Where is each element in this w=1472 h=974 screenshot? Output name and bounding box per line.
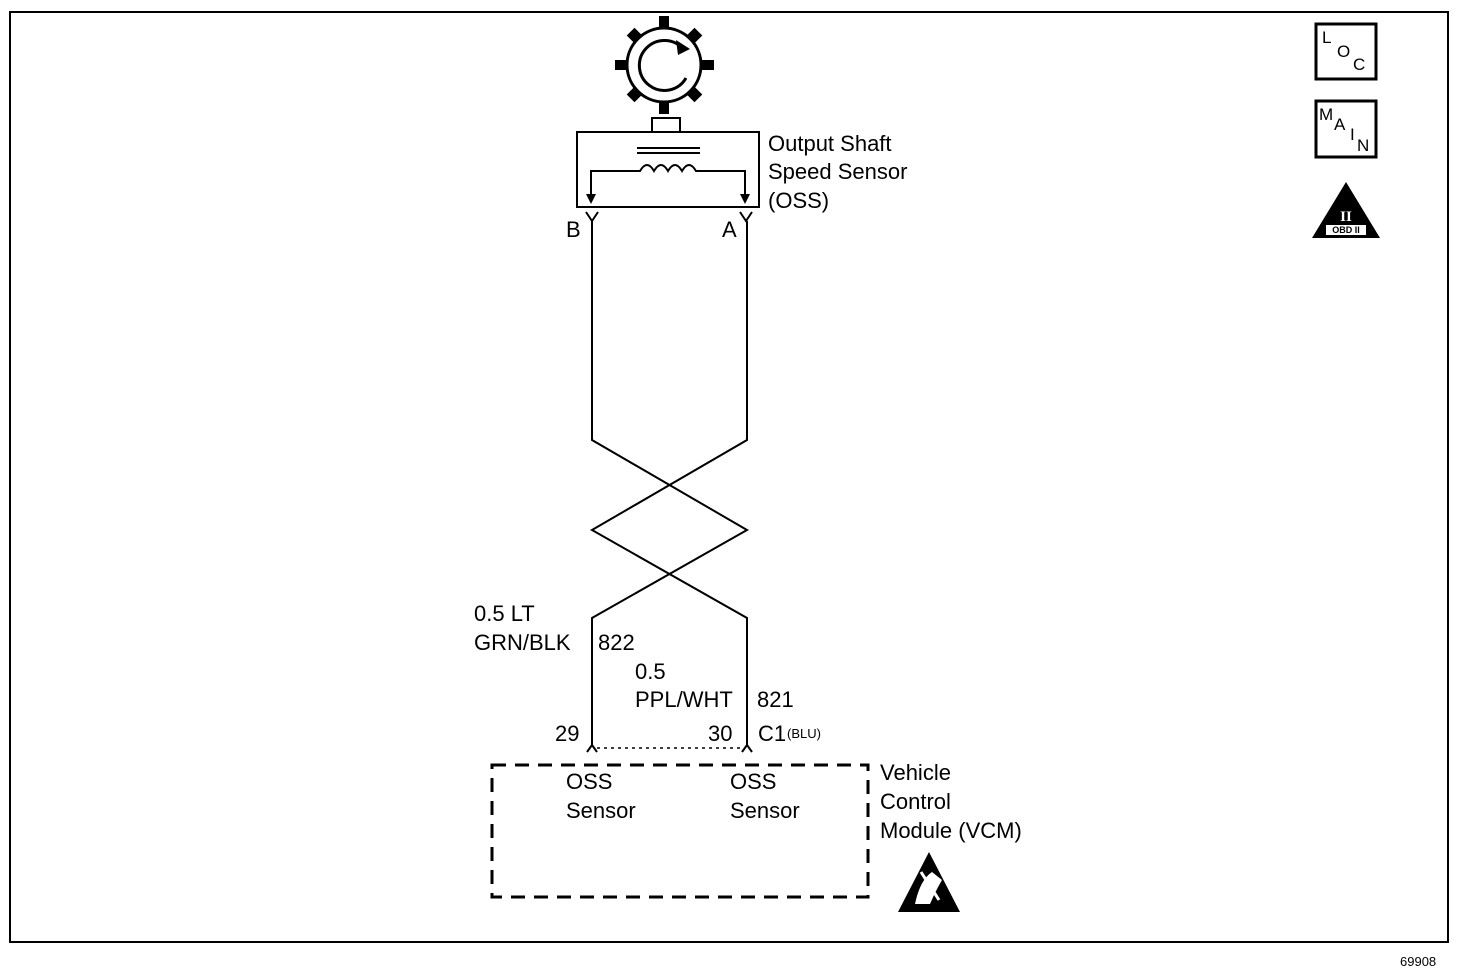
sensor-pin-a: A xyxy=(722,217,737,242)
sensor-name-line3: (OSS) xyxy=(768,188,829,213)
loc-letter-o: O xyxy=(1337,42,1350,61)
figure-number: 69908 xyxy=(1400,954,1436,969)
wire-821 xyxy=(589,221,748,745)
vcm-name-line2: Control xyxy=(880,789,951,814)
loc-letter-l: L xyxy=(1322,28,1331,47)
wire-822-color: GRN/BLK xyxy=(474,630,571,655)
sensor-name-line1: Output Shaft xyxy=(768,131,892,156)
obd-roman-numeral: II xyxy=(1340,209,1352,225)
wire-821-circuit: 821 xyxy=(757,687,794,712)
diagram-frame xyxy=(9,11,1449,943)
main-letter-i: I xyxy=(1350,125,1355,144)
obd-ii-icon xyxy=(1312,182,1380,238)
connector-color: (BLU) xyxy=(787,726,821,741)
loc-letter-c: C xyxy=(1353,55,1365,74)
wire-821-size: 0.5 xyxy=(635,659,666,684)
connector-pin-30: 30 xyxy=(708,721,732,746)
wire-822-circuit: 822 xyxy=(598,630,635,655)
speed-sensor-body xyxy=(576,131,760,208)
sensor-pin-b: B xyxy=(566,217,581,242)
main-symbol-icon xyxy=(1314,99,1378,159)
obd-label: OBD II xyxy=(1332,225,1360,235)
vcm-input-right-line1: OSS xyxy=(730,769,776,794)
vcm-input-left-line1: OSS xyxy=(566,769,612,794)
sensor-tip xyxy=(651,117,681,133)
wire-822-size: 0.5 LT xyxy=(474,601,535,626)
module-connector-c1 xyxy=(586,743,753,753)
esd-warning-icon xyxy=(898,852,960,912)
main-letter-m: M xyxy=(1319,105,1333,124)
vcm-module-box xyxy=(490,763,870,899)
location-symbol-icon xyxy=(1314,22,1378,81)
sensor-name-line2: Speed Sensor xyxy=(768,159,907,184)
main-letter-a: A xyxy=(1334,115,1346,134)
vcm-name-line3: Module (VCM) xyxy=(880,818,1022,843)
tone-wheel-icon xyxy=(615,16,714,114)
main-letter-n: N xyxy=(1357,136,1369,155)
vcm-input-left-line2: Sensor xyxy=(566,798,636,823)
connector-pin-29: 29 xyxy=(555,721,579,746)
vcm-input-right-line2: Sensor xyxy=(730,798,800,823)
connector-name: C1 xyxy=(758,721,786,746)
wire-821-color: PPL/WHT xyxy=(635,687,733,712)
vcm-name-line1: Vehicle xyxy=(880,760,951,785)
wire-822 xyxy=(591,221,750,745)
